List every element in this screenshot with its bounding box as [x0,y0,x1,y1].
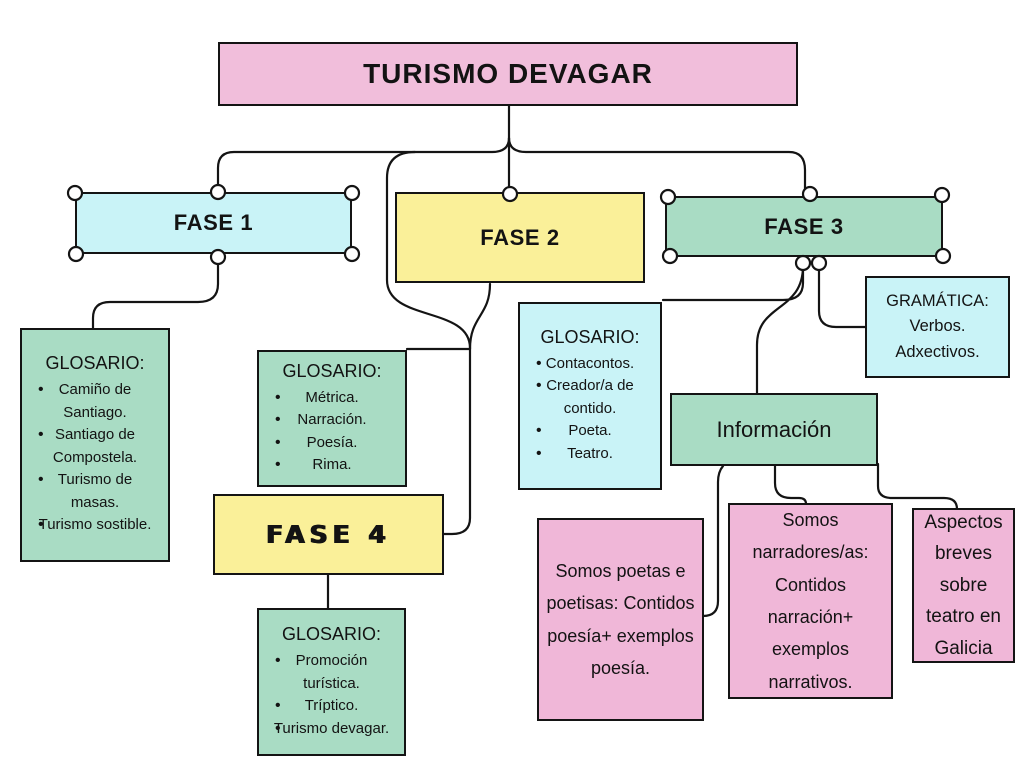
glossary2-item: Métrica. [262,386,402,409]
glossary3-list: Contacontos. Creador/a de contido. Poeta… [523,352,657,465]
informacion-label: Información [716,416,832,442]
glossary4-item: Turismo devagar. [262,717,401,740]
node-activity-poesia[interactable]: Somos poetas e poetisas: Contidos poesía… [537,518,704,721]
fase2-label: FASE 2 [480,224,560,250]
glossary1-item: Camiño de Santiago. [25,378,165,424]
node-glossary-fase4[interactable]: GLOSARIO: Promoción turística. Tríptico.… [257,608,406,756]
fase4-label: FASE 4 [266,520,391,549]
connector-title-fase3 [507,136,807,197]
connector-fase3-gramatica [817,263,868,329]
glossary2-item: Poesía. [262,431,402,454]
activity-teatro-text: Aspectos breves sobre teatro en Galicia [924,512,1003,659]
connector-fase1-glossary1 [91,256,220,330]
glossary1-heading: GLOSARIO: [45,353,145,374]
glossary1-item: Santiago de Compostela. [25,423,165,469]
fase3-label: FASE 3 [764,213,844,239]
glossary3-item: Poeta. [523,419,657,442]
node-fase4[interactable]: FASE 4 [213,494,444,575]
node-glossary-fase2[interactable]: GLOSARIO: Métrica. Narración. Poesía. Ri… [257,350,407,487]
glossary4-heading: GLOSARIO: [281,624,382,644]
node-fase2[interactable]: FASE 2 [395,192,645,283]
node-title[interactable]: TURISMO DEVAGAR [218,42,798,106]
glossary1-list: Camiño de Santiago. Santiago de Composte… [25,378,165,537]
glossary3-item: Creador/a de contido. [523,374,657,420]
connector-informacion-teatro [876,462,959,511]
activity-poesia-text: Somos poetas e poetisas: Contidos poesía… [546,560,695,678]
connector-informacion-narracion [773,464,808,506]
node-gramatica[interactable]: GRAMÁTICA: Verbos. Adxectivos. [865,276,1010,378]
glossary3-heading: GLOSARIO: [540,326,640,347]
connector-fase3-glossary3 [661,263,805,302]
node-glossary-fase3[interactable]: GLOSARIO: Contacontos. Creador/a de cont… [518,302,662,490]
glossary4-item: Tríptico. [262,694,401,717]
fase1-label: FASE 1 [173,210,254,235]
node-glossary-fase1[interactable]: GLOSARIO: Camiño de Santiago. Santiago d… [20,328,170,562]
glossary1-item: Turismo de masas. [25,468,165,514]
glossary2-item: Rima. [262,453,402,476]
gramatica-heading: GRAMÁTICA: [886,291,989,310]
connector-title-fase4 [385,150,472,536]
glossary3-item: Teatro. [523,442,657,465]
connector-title-fase1 [216,136,511,194]
node-fase3[interactable]: FASE 3 [665,196,943,257]
glossary2-list: Métrica. Narración. Poesía. Rima. [262,386,402,477]
node-activity-narracion[interactable]: Somos narradores/as: Contidos narración+… [728,503,893,699]
glossary1-item: Turismo sostible. [25,513,165,536]
connector-fase2-junction [468,282,492,351]
glossary2-heading: GLOSARIO: [282,360,382,381]
connector-informacion-poesia [701,464,725,618]
glossary4-item: Promoción turística. [262,649,401,695]
glossary2-item: Narración. [262,408,402,431]
node-fase1[interactable]: FASE 1 [75,192,352,254]
gramatica-line: Adxectivos. [895,342,980,361]
node-activity-teatro[interactable]: Aspectos breves sobre teatro en Galicia [912,508,1015,663]
gramatica-line: Verbos. [909,317,966,336]
node-informacion[interactable]: Información [670,393,878,466]
connector-fase3-informacion [755,264,805,395]
glossary3-item: Contacontos. [523,352,657,375]
activity-narracion-text: Somos narradores/as: Contidos narración+… [752,509,869,692]
title-label: TURISMO DEVAGAR [363,58,653,89]
glossary4-list: Promoción turística. Tríptico. Turismo d… [262,649,401,740]
